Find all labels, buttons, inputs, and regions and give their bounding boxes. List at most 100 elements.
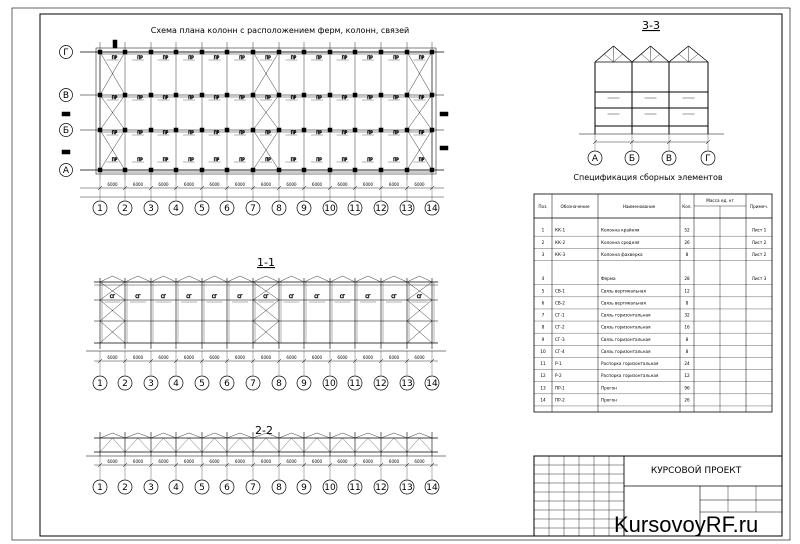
purlin-mark: ПР [367, 130, 373, 135]
column-axis-bubble: 13 [399, 479, 415, 495]
purlin-mark: ПР [342, 130, 348, 135]
span-dimension: 6000 [184, 182, 195, 187]
purlin-mark: ПР [393, 130, 399, 135]
span-dimension: 6000 [337, 459, 348, 464]
spec-cell-note: Лист 1 [752, 228, 767, 233]
purlin-mark: ПР [137, 55, 143, 60]
column-axis-bubble: 6 [219, 375, 235, 391]
column-axis-bubble: 8 [271, 479, 287, 495]
column-axis-bubble: 9 [296, 479, 312, 495]
spec-cell-qty: 26 [684, 397, 690, 402]
purlin-mark: ПР [291, 130, 297, 135]
column-axis-bubble: 12 [373, 479, 389, 495]
column-axis-bubble: 8 [271, 200, 287, 216]
purlin-mark: ПР [342, 157, 348, 162]
spec-cell-qty: 12 [684, 373, 690, 378]
purlin-mark: ПР [214, 55, 220, 60]
spec-cell-pos: 5 [542, 288, 545, 293]
spec-cell-code: СГ-3 [555, 337, 565, 342]
axis-label: 12 [375, 204, 386, 214]
column-axis-bubble: 14 [424, 200, 440, 216]
bracing-mark: СГ [135, 294, 141, 299]
spec-header-cell: Наименование [623, 204, 656, 209]
purlin-mark: ПР [214, 130, 220, 135]
spec-cell-name: Распорка горизонтальная [601, 373, 659, 378]
spec-cell-code: СГ-2 [555, 325, 565, 330]
spec-cell-pos: 9 [542, 337, 545, 342]
axis-label: 3 [148, 204, 154, 214]
purlin-mark: ПР [265, 95, 271, 100]
column-axis-bubble: 3 [143, 479, 159, 495]
spec-cell-qty: 52 [684, 228, 690, 233]
axis-label: А [63, 166, 70, 176]
axis-label: 1 [97, 204, 103, 214]
axis-label: 8 [276, 204, 282, 214]
spec-table: Спецификация сборных элементов Поз.Обозн… [533, 173, 773, 413]
span-dimension: 6000 [312, 182, 323, 187]
watermark: KursovoyRF.ru [614, 512, 758, 537]
column-axis-bubble: 6 [219, 200, 235, 216]
spec-cell-code: Р-2 [555, 373, 562, 378]
axis-label: 7 [250, 379, 256, 389]
axis-label: 9 [301, 379, 307, 389]
spec-cell-name: Колонна фахверка [601, 252, 643, 257]
span-dimension: 6000 [414, 355, 425, 360]
spec-cell-name: Колонна средняя [601, 240, 640, 245]
axis-label: 11 [349, 379, 360, 389]
column-axis-bubble: 2 [117, 200, 133, 216]
span-dimension: 6000 [261, 459, 272, 464]
column-axis-bubble: 2 [117, 479, 133, 495]
spec-cell-code: КК-3 [555, 252, 565, 257]
axis-label: 5 [199, 204, 205, 214]
bracing-mark: СГ [110, 294, 116, 299]
span-dimension: 6000 [286, 355, 297, 360]
column-axis-bubble: 4 [168, 479, 184, 495]
column-axis-bubble: 7 [245, 200, 261, 216]
span-dimension: 6000 [389, 355, 400, 360]
axis-label: Б [63, 126, 69, 136]
axis-label: 5 [199, 379, 205, 389]
spec-cell-qty: 26 [684, 240, 690, 245]
spec-cell-qty: 8 [686, 252, 689, 257]
spec-cell-pos: 10 [540, 349, 546, 354]
purlin-mark: ПР [316, 95, 322, 100]
span-dimension: 6000 [209, 459, 220, 464]
spec-header-cell: Масса ед. кг [706, 198, 734, 203]
spec-cell-pos: 8 [542, 325, 545, 330]
purlin-mark: ПР [163, 157, 169, 162]
span-dimension: 6000 [312, 355, 323, 360]
purlin-mark: ПР [214, 157, 220, 162]
purlin-mark: ПР [163, 55, 169, 60]
span-dimension: 6000 [389, 459, 400, 464]
spec-cell-pos: 4 [542, 276, 545, 281]
row-axis-bubble: Б [59, 123, 73, 137]
purlin-mark: ПР [393, 55, 399, 60]
spec-header-cell: Поз. [538, 204, 547, 209]
bracing-mark: СГ [340, 294, 346, 299]
purlin-mark: ПР [393, 95, 399, 100]
axis-label: 4 [173, 204, 179, 214]
spec-cell-code: ПР-1 [555, 385, 565, 390]
title-block-title: КУРСОВОЙ ПРОЕКТ [651, 464, 742, 476]
axis-label: 1 [97, 483, 103, 493]
axis-label: 10 [324, 379, 336, 389]
column-axis-bubble: 3 [143, 375, 159, 391]
section-1-1-title: 1-1 [257, 256, 275, 269]
bracing-mark: СГ [237, 294, 243, 299]
axis-label: 3 [148, 483, 154, 493]
span-dimension: 6000 [133, 459, 144, 464]
purlin-mark: ПР [188, 130, 194, 135]
span-dimension: 6000 [337, 355, 348, 360]
axis-label: 11 [349, 204, 360, 214]
span-dimension: 6000 [286, 459, 297, 464]
axis-label: 13 [401, 204, 412, 214]
axis-label: 8 [276, 379, 282, 389]
column-axis-bubble: 1 [92, 200, 108, 216]
spec-cell-name: Прогон [601, 385, 617, 390]
purlin-mark: ПР [239, 95, 245, 100]
span-dimension: 6000 [133, 182, 144, 187]
column-axis-bubble: 14 [424, 479, 440, 495]
spec-header-cell: Примеч. [750, 204, 768, 209]
